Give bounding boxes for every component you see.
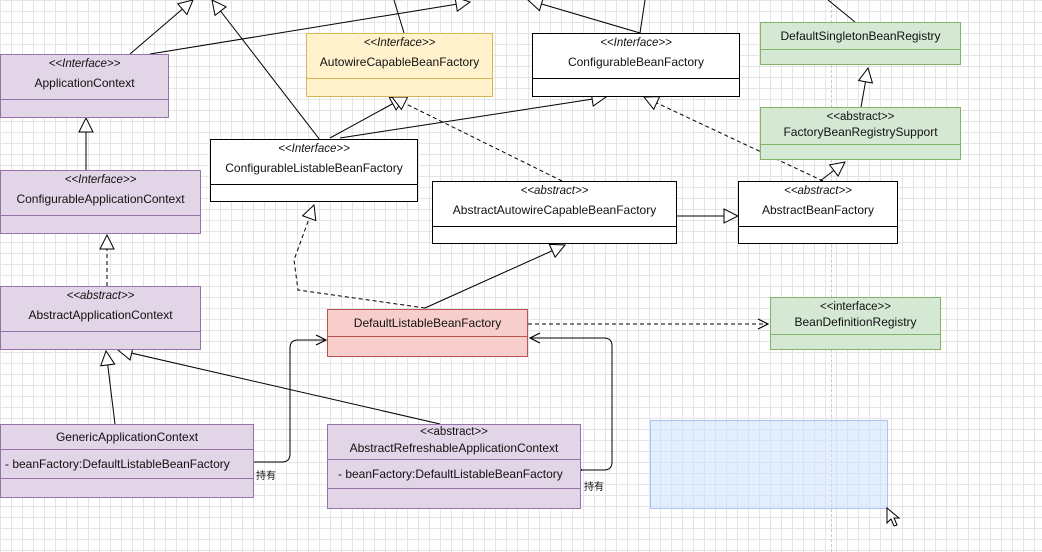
class-name: GenericApplicationContext — [55, 430, 199, 444]
class-name: ApplicationContext — [34, 76, 135, 90]
factory-bean-registry-support-class[interactable]: <<abstract>> FactoryBeanRegistrySupport — [760, 107, 961, 160]
edge-clbf-to-acbf — [329, 97, 405, 139]
compartment-divider — [328, 336, 527, 337]
abstract-application-context-class[interactable]: <<abstract>> AbstractApplicationContext — [0, 286, 201, 350]
class-name: ConfigurableApplicationContext — [16, 192, 185, 206]
edge-clbf-to-top — [212, 0, 321, 141]
configurable-listable-bean-factory-class[interactable]: <<Interface>> ConfigurableListableBeanFa… — [210, 139, 418, 202]
abstract-bean-factory-class[interactable]: <<abstract>> AbstractBeanFactory — [738, 181, 898, 244]
compartment-divider — [1, 449, 253, 450]
configurable-bean-factory-class[interactable]: <<Interface>> ConfigurableBeanFactory — [532, 33, 740, 97]
abstract-refreshable-application-context-class[interactable]: <<abstract>> AbstractRefreshableApplicat… — [327, 424, 581, 509]
stereotype-label: <<abstract>> — [826, 111, 895, 123]
edge-arac-to-aac — [118, 350, 441, 425]
configurable-application-context-class[interactable]: <<Interface>> ConfigurableApplicationCon… — [0, 170, 201, 234]
default-singleton-bean-registry-class[interactable]: DefaultSingletonBeanRegistry — [760, 22, 961, 65]
holds-label: 持有 — [256, 471, 276, 482]
class-name: AutowireCapableBeanFactory — [319, 55, 480, 69]
compartment-divider — [328, 488, 580, 489]
edge-abf-to-cbf — [644, 97, 824, 182]
compartment-divider — [1, 331, 200, 332]
application-context-class[interactable]: <<Interface>> ApplicationContext — [0, 54, 169, 118]
edge-acbf-to-top — [393, 0, 405, 34]
class-name: AbstractBeanFactory — [761, 203, 875, 217]
class-name: AbstractAutowireCapableBeanFactory — [452, 203, 657, 217]
edge-dlbf-to-clbf — [293, 205, 426, 309]
stereotype-label: <<Interface>> — [600, 37, 672, 49]
compartment-divider — [211, 184, 417, 185]
stereotype-label: <<abstract>> — [520, 185, 589, 197]
edge-aacbf-to-acbf — [392, 97, 563, 182]
class-name: ConfigurableListableBeanFactory — [225, 161, 403, 175]
class-name: ConfigurableBeanFactory — [567, 55, 705, 69]
edge-appctx-to-top-2 — [149, 2, 470, 55]
compartment-divider — [307, 78, 492, 79]
edge-dsbr-to-top — [827, 0, 856, 23]
edge-appctx-to-top-1 — [129, 0, 193, 55]
edge-cbf-to-top-2 — [639, 0, 646, 34]
compartment-divider — [533, 78, 739, 79]
class-name: DefaultSingletonBeanRegistry — [780, 29, 941, 43]
stereotype-label: <<Interface>> — [48, 58, 121, 70]
bean-definition-registry-class[interactable]: <<interface>> BeanDefinitionRegistry — [770, 297, 941, 350]
autowire-capable-bean-factory-class[interactable]: <<Interface>> AutowireCapableBeanFactory — [306, 33, 493, 97]
edge-cbf-to-top-1 — [528, 0, 641, 34]
compartment-divider — [1, 215, 200, 216]
attribute-bean-factory: - beanFactory:DefaultListableBeanFactory — [338, 467, 563, 481]
edge-fbrs-to-dsbr — [861, 68, 868, 108]
stereotype-label: <<Interface>> — [278, 143, 350, 155]
abstract-autowire-capable-bean-factory-class[interactable]: <<abstract>> AbstractAutowireCapableBean… — [432, 181, 677, 244]
compartment-divider — [739, 226, 897, 227]
compartment-divider — [1, 99, 168, 100]
class-name: DefaultListableBeanFactory — [353, 316, 502, 330]
compartment-divider — [433, 226, 676, 227]
stereotype-label: <<abstract>> — [784, 185, 852, 197]
edge-gac-to-aac — [106, 351, 115, 425]
attribute-bean-factory: - beanFactory:DefaultListableBeanFactory — [5, 457, 230, 471]
stereotype-label: <<Interface>> — [64, 174, 137, 186]
edge-gac-holds-dlbf — [254, 340, 326, 462]
edge-abf-to-fbrs — [819, 162, 845, 182]
vertical-guide-line — [831, 0, 832, 552]
selection-rectangle[interactable] — [650, 420, 888, 509]
stereotype-label: <<abstract>> — [420, 426, 488, 438]
compartment-divider — [761, 49, 960, 50]
class-name: AbstractRefreshableApplicationContext — [349, 441, 559, 455]
generic-application-context-class[interactable]: GenericApplicationContext - beanFactory:… — [0, 424, 254, 498]
edge-dlbf-to-aacbf — [424, 245, 565, 309]
edge-clbf-to-cbf — [339, 97, 606, 139]
class-name: AbstractApplicationContext — [28, 308, 173, 322]
holds-label: 持有 — [584, 482, 604, 493]
compartment-divider — [1, 478, 253, 479]
edge-arac-holds-dlbf — [530, 338, 613, 470]
class-name: FactoryBeanRegistrySupport — [783, 125, 938, 139]
stereotype-label: <<interface>> — [820, 301, 891, 313]
default-listable-bean-factory-class[interactable]: DefaultListableBeanFactory — [327, 309, 528, 357]
compartment-divider — [761, 144, 960, 145]
mouse-cursor-icon — [886, 507, 901, 527]
stereotype-label: <<abstract>> — [66, 290, 135, 302]
compartment-divider — [771, 334, 940, 335]
compartment-divider — [328, 459, 580, 460]
class-name: BeanDefinitionRegistry — [794, 315, 917, 329]
stereotype-label: <<Interface>> — [363, 37, 436, 49]
